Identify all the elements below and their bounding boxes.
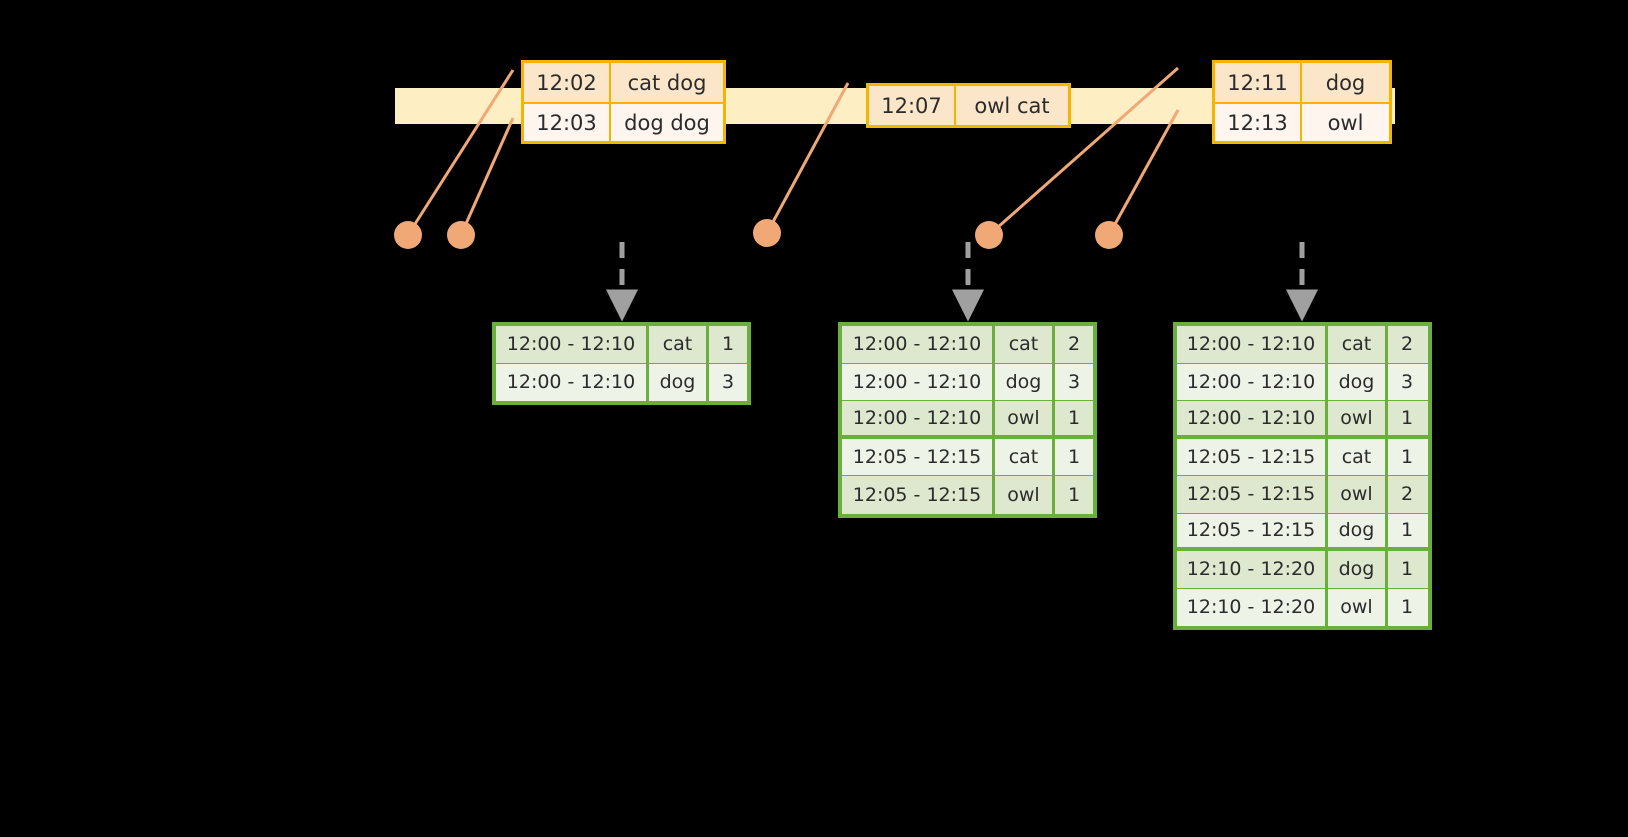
count-cell: 1 [1400,406,1414,429]
marker-dot [1095,221,1123,249]
key-cell: owl [995,401,1055,435]
key-cell: cat [649,326,709,363]
count-cell: 1 [1067,445,1081,468]
event-value: cat dog [627,70,707,95]
key-cell: owl [1328,588,1388,626]
event-row: 12:02 cat dog [524,63,723,102]
event-value: dog dog [624,110,710,135]
window-cell: 12:10 - 12:20 [1177,588,1328,626]
window-cell: 12:00 - 12:10 [1177,326,1328,363]
count-cell: 2 [1400,333,1414,356]
window-cell: 12:05 - 12:15 [842,476,995,514]
event-box-3[interactable]: 12:11 dog 12:13 owl [1212,60,1392,144]
marker-dot [394,221,422,249]
window-cell: 12:00 - 12:10 [1177,363,1328,400]
event-row: 12:11 dog [1215,63,1389,102]
key-cell: owl [1328,401,1388,435]
marker-dot [447,221,475,249]
event-time: 12:03 [524,104,611,141]
window-cell: 12:05 - 12:15 [842,438,995,475]
count-cell: 1 [1400,519,1414,542]
count-cell: 1 [1400,445,1414,468]
window-cell: 12:05 - 12:15 [1177,513,1328,547]
marker-dot [975,221,1003,249]
event-time: 12:11 [1215,63,1302,102]
marker-dot [753,219,781,247]
event-box-2[interactable]: 12:07 owl cat [866,83,1071,128]
event-time: 12:13 [1215,104,1302,141]
window-cell: 12:05 - 12:15 [1177,476,1328,513]
count-cell: 3 [1067,370,1081,393]
key-cell: dog [1328,513,1388,547]
event-time: 12:02 [524,63,611,102]
count-cell: 1 [721,333,735,356]
window-cell: 12:05 - 12:15 [1177,438,1328,475]
event-row: 12:07 owl cat [869,86,1068,125]
window-cell: 12:10 - 12:20 [1177,551,1328,588]
event-time: 12:07 [869,86,956,125]
event-value: owl cat [974,93,1050,118]
key-cell: cat [995,326,1055,363]
event-value: owl [1327,110,1364,135]
window-cell: 12:00 - 12:10 [842,326,995,363]
count-cell: 3 [1400,370,1414,393]
window-cell: 12:00 - 12:10 [842,363,995,400]
window-cell: 12:00 - 12:10 [496,326,649,363]
key-cell: dog [649,363,709,401]
key-cell: owl [1328,476,1388,513]
count-cell: 2 [1067,333,1081,356]
event-value: dog [1325,70,1366,95]
window-cell: 12:00 - 12:10 [496,363,649,401]
count-cell: 1 [1067,483,1081,506]
event-row: 12:03 dog dog [524,102,723,141]
count-cell: 1 [1400,558,1414,581]
event-box-1[interactable]: 12:02 cat dog 12:03 dog dog [521,60,726,144]
window-cell: 12:00 - 12:10 [842,401,995,435]
count-cell: 3 [721,371,735,394]
key-cell: dog [995,363,1055,400]
count-cell: 1 [1067,406,1081,429]
event-row: 12:13 owl [1215,102,1389,141]
key-cell: cat [1328,438,1388,475]
key-cell: owl [995,476,1055,514]
key-cell: cat [995,438,1055,475]
count-cell: 2 [1400,483,1414,506]
key-cell: dog [1328,551,1388,588]
window-cell: 12:00 - 12:10 [1177,401,1328,435]
count-cell: 1 [1400,596,1414,619]
key-cell: dog [1328,363,1388,400]
key-cell: cat [1328,326,1388,363]
